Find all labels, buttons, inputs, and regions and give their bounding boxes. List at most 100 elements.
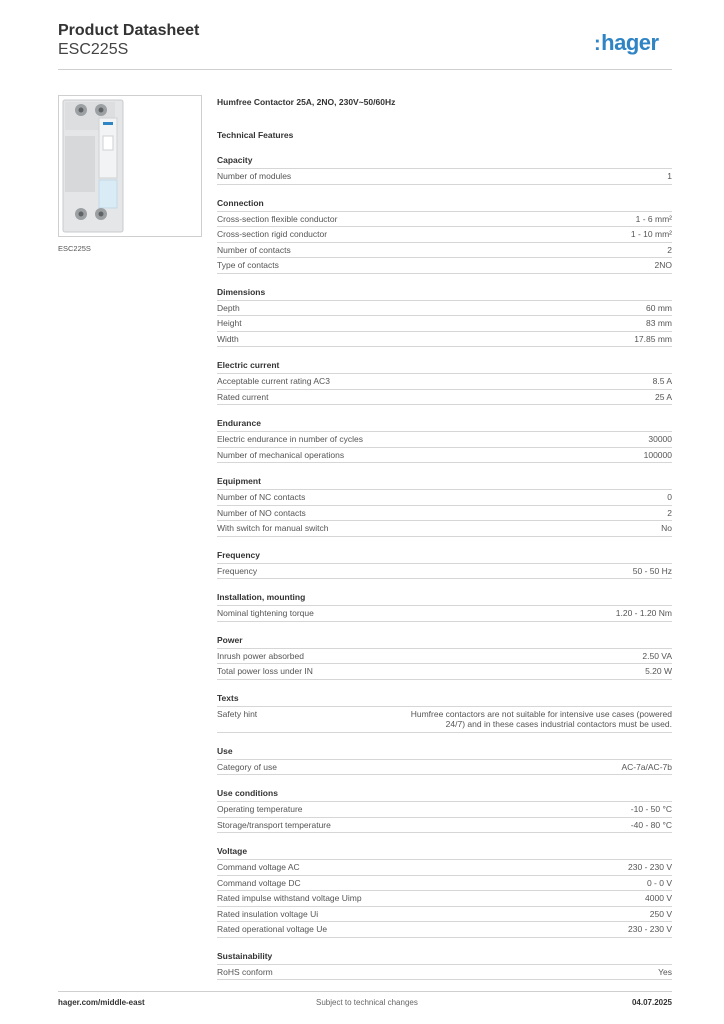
section-title: Use conditions (217, 788, 672, 802)
spec-value: 230 - 230 V (628, 924, 672, 934)
spec-value: 2 (667, 244, 672, 255)
section-title: Dimensions (217, 287, 672, 301)
hager-logo: :hager (594, 30, 659, 55)
spec-label: With switch for manual switch (217, 523, 329, 533)
product-reference: ESC225S (58, 41, 129, 58)
spec-value: 1 (667, 171, 672, 181)
spec-value: Yes (658, 966, 672, 977)
spec-row: Height 83 mm (217, 316, 672, 332)
spec-label: Electric endurance in number of cycles (217, 434, 363, 444)
spec-label: Category of use (217, 761, 278, 772)
footer-note: Subject to technical changes (316, 998, 418, 1007)
section-title: Voltage (217, 846, 672, 860)
section-title: Installation, mounting (217, 592, 672, 606)
product-image-caption: ESC225S (58, 244, 91, 253)
spec-row: Width 17.85 mm (217, 332, 672, 347)
spec-value: 25 A (654, 391, 672, 402)
spec-value: 1 - 10 mm² (630, 229, 672, 239)
spec-value: Humfree contactors are not suitable for … (410, 708, 672, 730)
spec-row: Storage/transport temperature-40 - 80 °C (217, 818, 672, 833)
spec-label: Inrush power absorbed (217, 650, 304, 661)
spec-row: Number of NC contacts 0 (217, 490, 672, 506)
spec-label: Number of mechanical operations (217, 449, 345, 460)
spec-value: 8.5 A (652, 376, 672, 386)
footer-divider (58, 991, 672, 992)
spec-value: -40 - 80 °C (630, 819, 672, 830)
spec-label: Cross-section rigid conductor (217, 229, 328, 239)
spec-row: RoHS conform Yes (217, 965, 672, 980)
spec-row: Number of mechanical operations 100000 (217, 448, 672, 463)
spec-value: 0 (667, 492, 672, 502)
spec-row: Operating temperature-10 - 50 °C (217, 802, 672, 818)
spec-label: Total power loss under IN (217, 666, 313, 676)
spec-label: Rated operational voltage Ue (217, 924, 328, 934)
spec-row: Safety hint Humfree contactors are not su… (217, 707, 672, 733)
section-title: Frequency (217, 550, 672, 564)
footer-date: 04.07.2025 (631, 998, 672, 1007)
spec-value: 0 - 0 V (646, 877, 672, 888)
spec-row: Command voltage DC 0 - 0 V (217, 876, 672, 891)
section-title: Use (217, 746, 672, 760)
spec-row: Rated operational voltage Ue 230 - 230 V (217, 922, 672, 938)
spec-value: 2.50 VA (642, 650, 672, 661)
contactor-image (59, 96, 201, 236)
spec-label: Number of NC contacts (217, 492, 306, 502)
section-title: Connection (217, 198, 672, 212)
spec-value: 83 mm (646, 318, 672, 328)
technical-features-heading: Technical Features (217, 130, 294, 140)
section-title: Capacity (217, 155, 672, 169)
spec-label: Frequency (217, 565, 258, 576)
spec-row: With switch for manual switch No (217, 521, 672, 537)
spec-label: Number of modules (217, 171, 292, 181)
spec-label: RoHS conform (217, 966, 273, 977)
section-title: Texts (217, 693, 672, 707)
spec-label: Acceptable current rating AC3 (217, 376, 330, 386)
page-title: Product Datasheet (58, 22, 200, 39)
section-title: Sustainability (217, 951, 672, 965)
spec-row: Number of modules 1 (217, 169, 672, 185)
spec-value: 2NO (654, 260, 672, 270)
spec-value: AC-7a/AC-7b (621, 761, 672, 772)
spec-row: Acceptable current rating AC3 8.5 A (217, 374, 672, 390)
spec-value: No (661, 523, 672, 533)
spec-value: 50 - 50 Hz (632, 565, 672, 576)
technical-content: Humfree Contactor 25A, 2NO, 230V~50/60Hz… (217, 97, 672, 980)
spec-value: 1 - 6 mm² (635, 213, 672, 224)
spec-label: Type of contacts (217, 260, 279, 270)
spec-label: Number of contacts (217, 244, 291, 255)
spec-value: 60 mm (646, 302, 672, 313)
section-title: Electric current (217, 360, 672, 374)
spec-value: 100000 (643, 449, 672, 460)
spec-value: 2 (667, 507, 672, 518)
product-description: Humfree Contactor 25A, 2NO, 230V~50/60Hz (217, 97, 396, 107)
spec-row: Cross-section rigid conductor 1 - 10 mm² (217, 227, 672, 243)
footer-website: hager.com/middle-east (58, 998, 145, 1007)
spec-value: 17.85 mm (634, 333, 672, 344)
spec-label: Safety hint (217, 708, 258, 719)
header-divider (58, 69, 672, 70)
spec-label: Width (217, 333, 239, 344)
spec-label: Height (217, 318, 242, 328)
spec-label: Rated impulse withstand voltage Uimp (217, 893, 362, 903)
spec-label: Rated insulation voltage Ui (217, 908, 319, 919)
spec-value: 4000 V (645, 893, 672, 903)
section-title: Endurance (217, 418, 672, 432)
spec-label: Command voltage DC (217, 877, 301, 888)
